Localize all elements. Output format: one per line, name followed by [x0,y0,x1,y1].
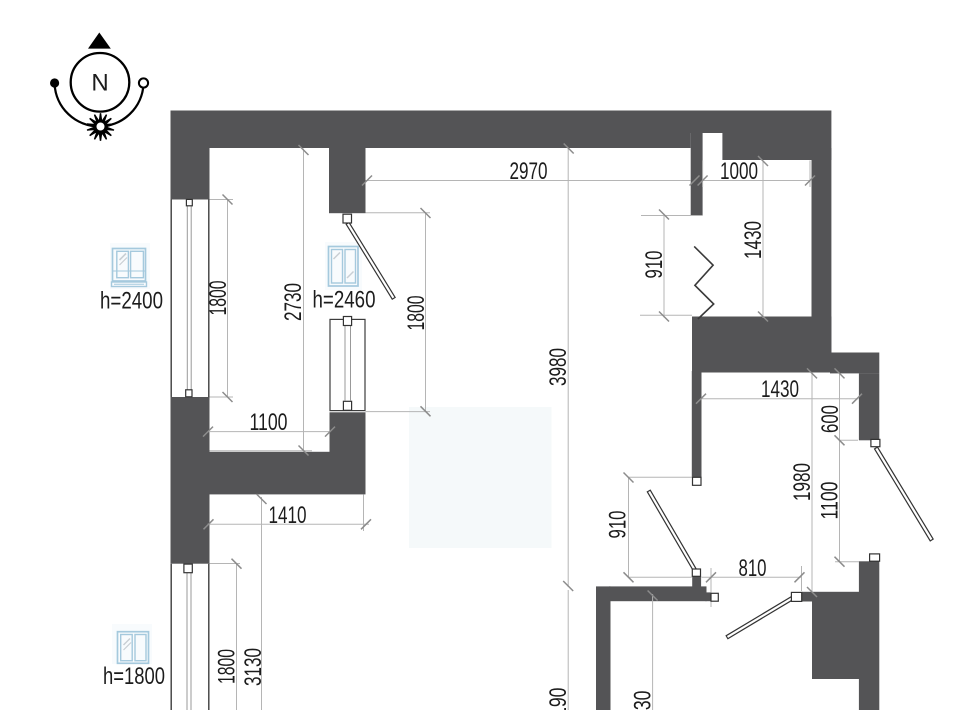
svg-text:1000: 1000 [720,158,758,185]
svg-text:2970: 2970 [510,158,548,185]
svg-text:1100: 1100 [817,482,844,520]
svg-text:600: 600 [817,405,844,433]
svg-text:910: 910 [641,251,668,279]
svg-text:3130: 3130 [240,648,267,686]
svg-text:h=2400: h=2400 [100,288,163,315]
svg-text:1100: 1100 [250,409,288,436]
svg-text:810: 810 [739,555,767,582]
svg-text:1430: 1430 [740,221,767,259]
svg-text:1430: 1430 [761,376,799,403]
svg-text:1800: 1800 [214,649,241,684]
svg-text:1800: 1800 [205,281,232,316]
svg-text:N: N [91,70,108,97]
svg-text:910: 910 [605,511,632,539]
svg-text:1800: 1800 [403,296,430,331]
svg-text:1130: 1130 [630,691,657,710]
svg-text:1980: 1980 [789,463,816,501]
svg-text:h=1800: h=1800 [103,663,165,690]
svg-text:1190: 1190 [545,688,572,710]
svg-text:3980: 3980 [545,348,572,386]
svg-text:1410: 1410 [269,502,307,529]
svg-text:2730: 2730 [280,283,307,321]
svg-text:h=2460: h=2460 [313,287,376,314]
